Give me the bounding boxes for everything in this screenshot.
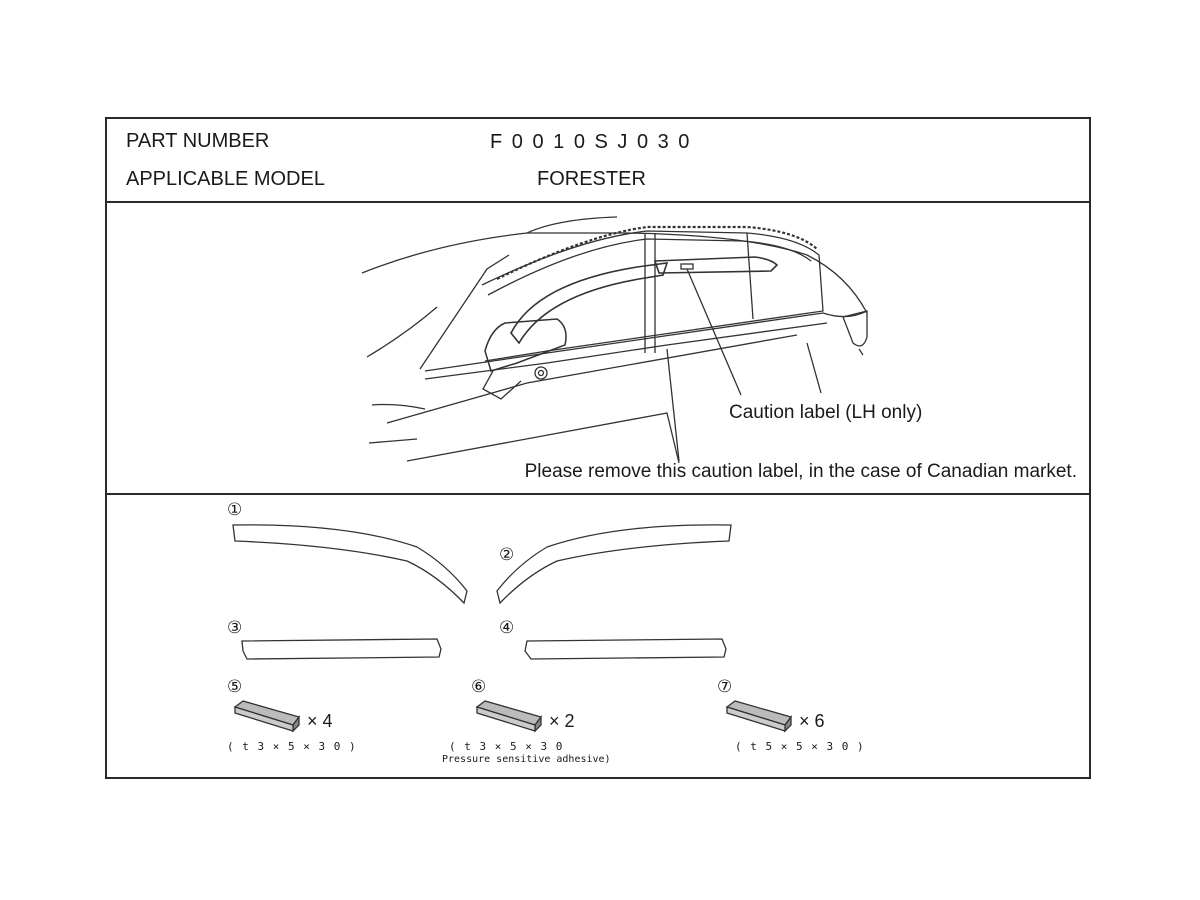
front-door-visor [510, 262, 669, 345]
mirror-camera [534, 366, 548, 380]
rear-door-gap [806, 342, 822, 394]
vehicle-illustration-section: Caution label (LH only) Please remove th… [107, 203, 1089, 495]
part-3-rear-visor-shape [241, 638, 442, 660]
window-frame-inner [487, 238, 812, 296]
mirror-base [482, 370, 522, 400]
a-pillar [419, 254, 510, 370]
part-number-label: PART NUMBER [126, 130, 270, 152]
belt-line-lower [424, 322, 828, 380]
applicable-model-label: APPLICABLE MODEL [126, 168, 325, 190]
side-mirror [484, 318, 567, 372]
parts-list-section: ① ② ③ ④ ⑤ × 4 ( t 3 × 5 × 3 0 ) ⑥ × 2 ( … [107, 495, 1089, 779]
canadian-market-note: Please remove this caution label, in the… [524, 461, 1077, 482]
part-5-number: ⑤ [227, 677, 243, 696]
part-5-quantity: × 4 [307, 711, 333, 731]
part-7-dimension: ( t 5 × 5 × 3 0 ) [735, 740, 865, 753]
parts-drawings [232, 524, 793, 733]
part-2-number: ② [499, 545, 515, 564]
caution-leader-line [686, 268, 742, 396]
part-5-dimension: ( t 3 × 5 × 3 0 ) [227, 740, 357, 753]
part-7-number: ⑦ [717, 677, 733, 696]
instruction-sheet: PART NUMBER F 0 0 1 0 S J 0 3 0 APPLICAB… [105, 117, 1091, 779]
applicable-model-value: FORESTER [537, 168, 646, 190]
rear-spoiler [842, 310, 868, 347]
caution-label-callout: Caution label (LH only) [729, 402, 923, 423]
rear-door-visor [653, 256, 779, 274]
part-number-value: F 0 0 1 0 S J 0 3 0 [490, 131, 692, 153]
vehicle-door-visor-drawing [361, 216, 868, 464]
roof-edge [526, 216, 618, 234]
door-lower-line [406, 412, 680, 464]
part-1-front-visor-shape [232, 524, 468, 605]
window-frame [481, 230, 824, 362]
part-6-dimension: ( t 3 × 5 × 3 0 [449, 740, 564, 753]
roof-line [361, 232, 868, 314]
part-6-pad-shape [475, 700, 543, 733]
part-6-quantity: × 2 [549, 711, 575, 731]
body-side-line [386, 334, 798, 424]
fender-line [368, 438, 418, 444]
header-section: PART NUMBER F 0 0 1 0 S J 0 3 0 APPLICAB… [107, 119, 1089, 203]
part-6-number: ⑥ [471, 677, 487, 696]
belt-line [424, 310, 868, 372]
door-gap-line [666, 348, 680, 462]
mirror-camera-lens [537, 369, 545, 377]
part-4-rear-visor-shape [524, 638, 727, 660]
caution-label-mark [680, 263, 694, 270]
part-4-number: ④ [499, 618, 515, 637]
part-7-pad-shape [725, 700, 793, 733]
part-7-quantity: × 6 [799, 711, 825, 731]
part-1-number: ① [227, 500, 243, 519]
roof-molding [496, 225, 818, 280]
part-3-number: ③ [227, 618, 243, 637]
part-5-pad-shape [233, 700, 301, 733]
headlamp-line [371, 403, 426, 410]
rear-wiper [858, 348, 864, 356]
part-6-adhesive-note: Pressure sensitive adhesive) [442, 754, 611, 765]
part-2-front-visor-shape [496, 524, 732, 605]
hood-line [366, 306, 438, 358]
c-pillar [746, 232, 754, 320]
